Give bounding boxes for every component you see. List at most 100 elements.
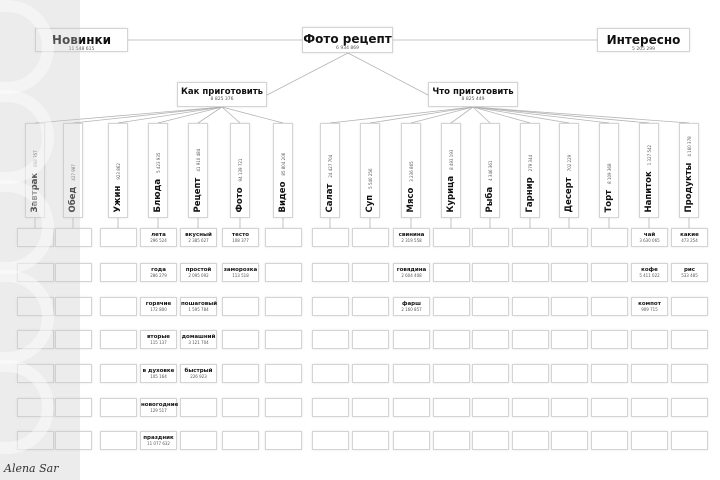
leaf-node[interactable] [472,330,509,349]
leaf-node[interactable] [222,398,259,417]
leaf-node[interactable] [512,297,549,316]
leaf-node[interactable] [551,228,588,247]
leaf-node[interactable] [433,297,470,316]
leaf-node[interactable] [433,364,470,383]
leaf-node[interactable] [100,398,137,417]
leaf-node[interactable] [591,228,628,247]
leaf-node[interactable] [100,228,137,247]
leaf-node[interactable] [512,364,549,383]
leaf-node[interactable] [352,364,389,383]
leaf-node[interactable] [671,398,708,417]
leaf-node[interactable] [100,263,137,282]
leaf-node[interactable] [393,364,430,383]
leaf-node[interactable] [352,297,389,316]
leaf-node[interactable] [631,364,668,383]
leaf-node[interactable] [433,228,470,247]
leaf-node[interactable] [312,297,349,316]
leaf-node[interactable] [352,263,389,282]
leaf-node[interactable] [591,330,628,349]
leaf-node[interactable] [631,330,668,349]
leaf-node[interactable] [55,228,92,247]
leaf-node[interactable] [393,431,430,450]
leaf-node[interactable] [352,398,389,417]
leaf-node[interactable] [265,263,302,282]
leaf-node[interactable] [17,398,54,417]
leaf-node[interactable] [100,364,137,383]
leaf-node[interactable] [671,364,708,383]
leaf-node[interactable] [551,431,588,450]
leaf-node[interactable] [312,330,349,349]
leaf-node[interactable] [433,263,470,282]
leaf-node[interactable] [265,398,302,417]
leaf-node[interactable] [512,228,549,247]
leaf-node[interactable] [591,398,628,417]
leaf-node[interactable] [433,431,470,450]
leaf-node[interactable] [55,330,92,349]
leaf-node[interactable] [312,263,349,282]
leaf-node[interactable] [671,330,708,349]
leaf-node[interactable] [265,364,302,383]
leaf-node[interactable] [55,263,92,282]
leaf-node[interactable] [512,263,549,282]
leaf-node[interactable] [551,263,588,282]
leaf-node[interactable] [671,297,708,316]
leaf-node[interactable] [671,431,708,450]
leaf-node[interactable] [312,398,349,417]
leaf-node[interactable] [472,263,509,282]
leaf-node[interactable] [17,431,54,450]
leaf-node[interactable] [472,398,509,417]
leaf-node[interactable] [551,330,588,349]
leaf-node[interactable] [17,228,54,247]
leaf-node[interactable] [222,431,259,450]
leaf-node[interactable] [312,228,349,247]
group-node[interactable]: Что приготовить 8 825 449 [428,82,518,107]
leaf-node[interactable] [591,263,628,282]
leaf-node[interactable] [591,431,628,450]
leaf-node[interactable] [265,297,302,316]
leaf-node[interactable] [265,330,302,349]
leaf-node[interactable] [352,431,389,450]
leaf-node[interactable] [551,398,588,417]
leaf-node[interactable] [433,398,470,417]
leaf-node[interactable] [312,431,349,450]
leaf-node[interactable] [55,297,92,316]
leaf-node[interactable] [265,431,302,450]
leaf-node[interactable] [17,297,54,316]
leaf-node[interactable] [180,431,217,450]
leaf-node[interactable] [17,263,54,282]
leaf-node[interactable] [352,330,389,349]
leaf-node[interactable] [472,431,509,450]
leaf-node[interactable] [551,297,588,316]
leaf-node[interactable] [222,364,259,383]
leaf-node[interactable] [433,330,470,349]
left-node[interactable]: Новинки 11 548 615 [35,28,128,52]
leaf-node[interactable] [472,228,509,247]
leaf-node[interactable] [55,364,92,383]
leaf-node[interactable] [180,398,217,417]
